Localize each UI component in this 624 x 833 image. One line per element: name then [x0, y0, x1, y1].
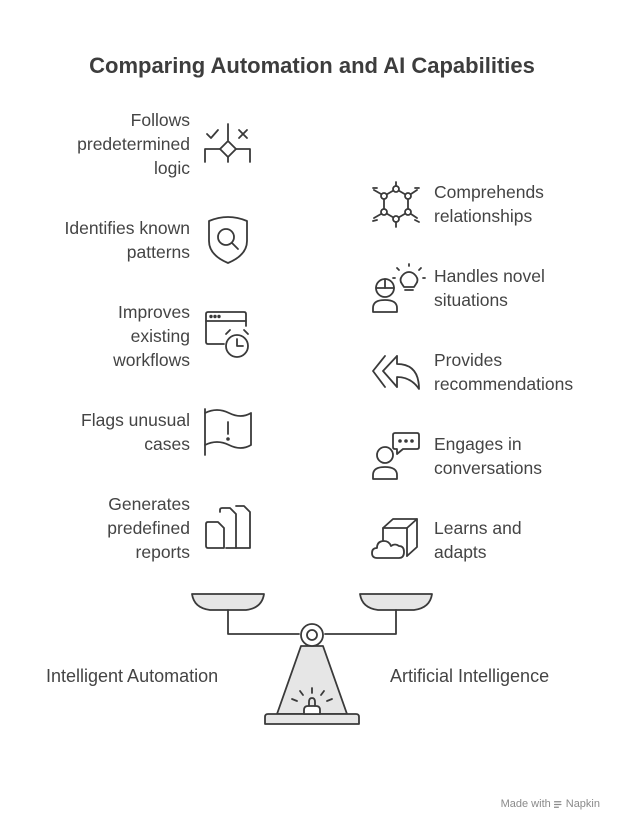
- brand-name: Napkin: [565, 798, 600, 810]
- decision-diamond-icon: [203, 122, 253, 168]
- person-lightbulb-icon: [371, 263, 426, 314]
- network-hexagon-icon: [371, 181, 421, 229]
- brand-made-with: Made with: [500, 798, 551, 810]
- page-title: Comparing Automation and AI Capabilities: [89, 53, 535, 78]
- scale-left-label: Intelligent Automation: [46, 666, 219, 686]
- scale-right-label: Artificial Intelligence: [390, 666, 550, 686]
- reply-arrows-icon: [371, 353, 421, 393]
- cube-cloud-icon: [371, 516, 421, 564]
- flag-alert-icon: [203, 407, 253, 457]
- brand-watermark: Made with Napkin: [501, 798, 600, 810]
- shield-search-icon: [205, 215, 251, 265]
- napkin-logo-icon: [553, 800, 562, 808]
- documents-icon: [204, 504, 252, 552]
- window-clock-icon: [204, 310, 254, 360]
- person-chat-icon: [371, 431, 421, 481]
